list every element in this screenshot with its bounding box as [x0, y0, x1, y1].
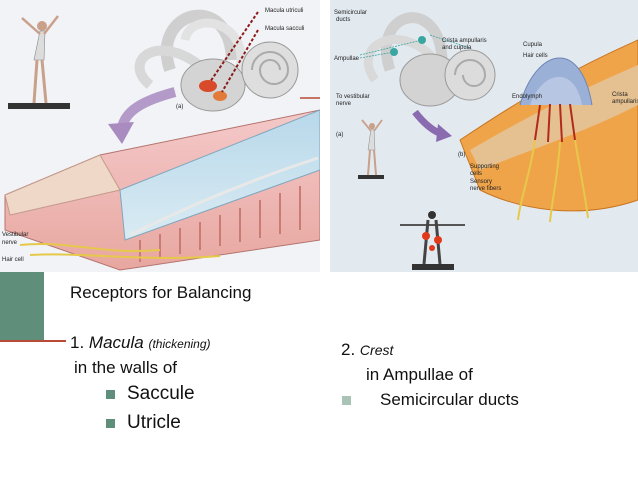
crista-drawing	[330, 0, 638, 272]
gymnast-figure	[358, 119, 384, 179]
item2-location: in Ampullae of	[366, 365, 473, 384]
label-cupula: Cupula	[523, 42, 543, 48]
crista-illustration: Semicircular ducts Crista ampullaris and…	[330, 0, 638, 272]
label-crista-ampullaris-line1: Crista	[612, 92, 628, 98]
label-endolymph: Endolymph	[512, 94, 543, 100]
labyrinth-drawing	[134, 9, 299, 112]
label-crista-ampullaris-line2: ampullaris	[612, 99, 638, 105]
item1-name: Macula	[88, 333, 144, 352]
accent-divider-line	[0, 340, 66, 342]
label-to-vestibular-line2: nerve	[336, 101, 352, 107]
bullet-square-icon	[342, 396, 351, 405]
item1-heading: 1. Macula (thickening)	[70, 333, 211, 353]
label-sensory-line1: Sensory	[470, 179, 493, 185]
label-panel-b: (b)	[458, 152, 466, 158]
label-semicircular-line2: ducts	[336, 17, 351, 23]
item2-number: 2.	[341, 340, 356, 359]
item2-heading: 2. Crest	[341, 340, 393, 360]
label-macula-utriculi: Macula utriculi	[265, 8, 304, 14]
label-supporting-line1: Supporting	[470, 164, 500, 170]
label-macula-sacculi: Macula sacculi	[265, 26, 305, 32]
item1-bullet-utricle: Utricle	[127, 412, 181, 433]
label-hair-cells: Hair cells	[523, 53, 548, 59]
macula-illustration: Macula utriculi Macula sacculi (a) Vesti…	[0, 0, 320, 272]
item1-note: (thickening)	[148, 337, 211, 351]
bullet-square-icon	[106, 419, 115, 428]
label-hair-cell: Hair cell	[2, 257, 24, 263]
label-vestibular-line2: nerve	[2, 240, 18, 246]
label-crista-line2: and cupula	[442, 45, 472, 51]
label-panel-a-right: (a)	[336, 132, 344, 138]
label-panel-a: (a)	[176, 104, 184, 110]
label-supporting-line2: cells	[470, 171, 483, 177]
label-vestibular-line1: Vestibular	[2, 232, 29, 238]
crista-cross-section	[459, 39, 638, 223]
macula-drawing	[0, 0, 320, 272]
gymnast-figure	[8, 15, 70, 109]
label-semicircular-line1: Semicircular	[334, 10, 368, 16]
item1-number: 1.	[70, 333, 85, 352]
label-sensory-line2: nerve fibers	[470, 186, 502, 192]
bullet-square-icon	[106, 390, 115, 399]
semicircular-canals-drawing	[363, 12, 496, 107]
item1-bullet-saccule: Saccule	[127, 383, 195, 404]
slide-title: Receptors for Balancing	[70, 283, 252, 302]
item2-bullet-semicircular: Semicircular ducts	[380, 390, 519, 409]
accent-sidebar-block	[0, 272, 44, 340]
label-to-vestibular-line1: To vestibular	[336, 94, 370, 100]
label-crista-line1: Crista ampullaris	[442, 38, 487, 44]
macula-tissue-block	[4, 109, 320, 271]
spinning-dancer-figure	[400, 211, 465, 270]
label-ampullae: Ampullae	[334, 56, 360, 62]
item2-name: Crest	[359, 342, 394, 358]
item1-location: in the walls of	[74, 358, 177, 377]
